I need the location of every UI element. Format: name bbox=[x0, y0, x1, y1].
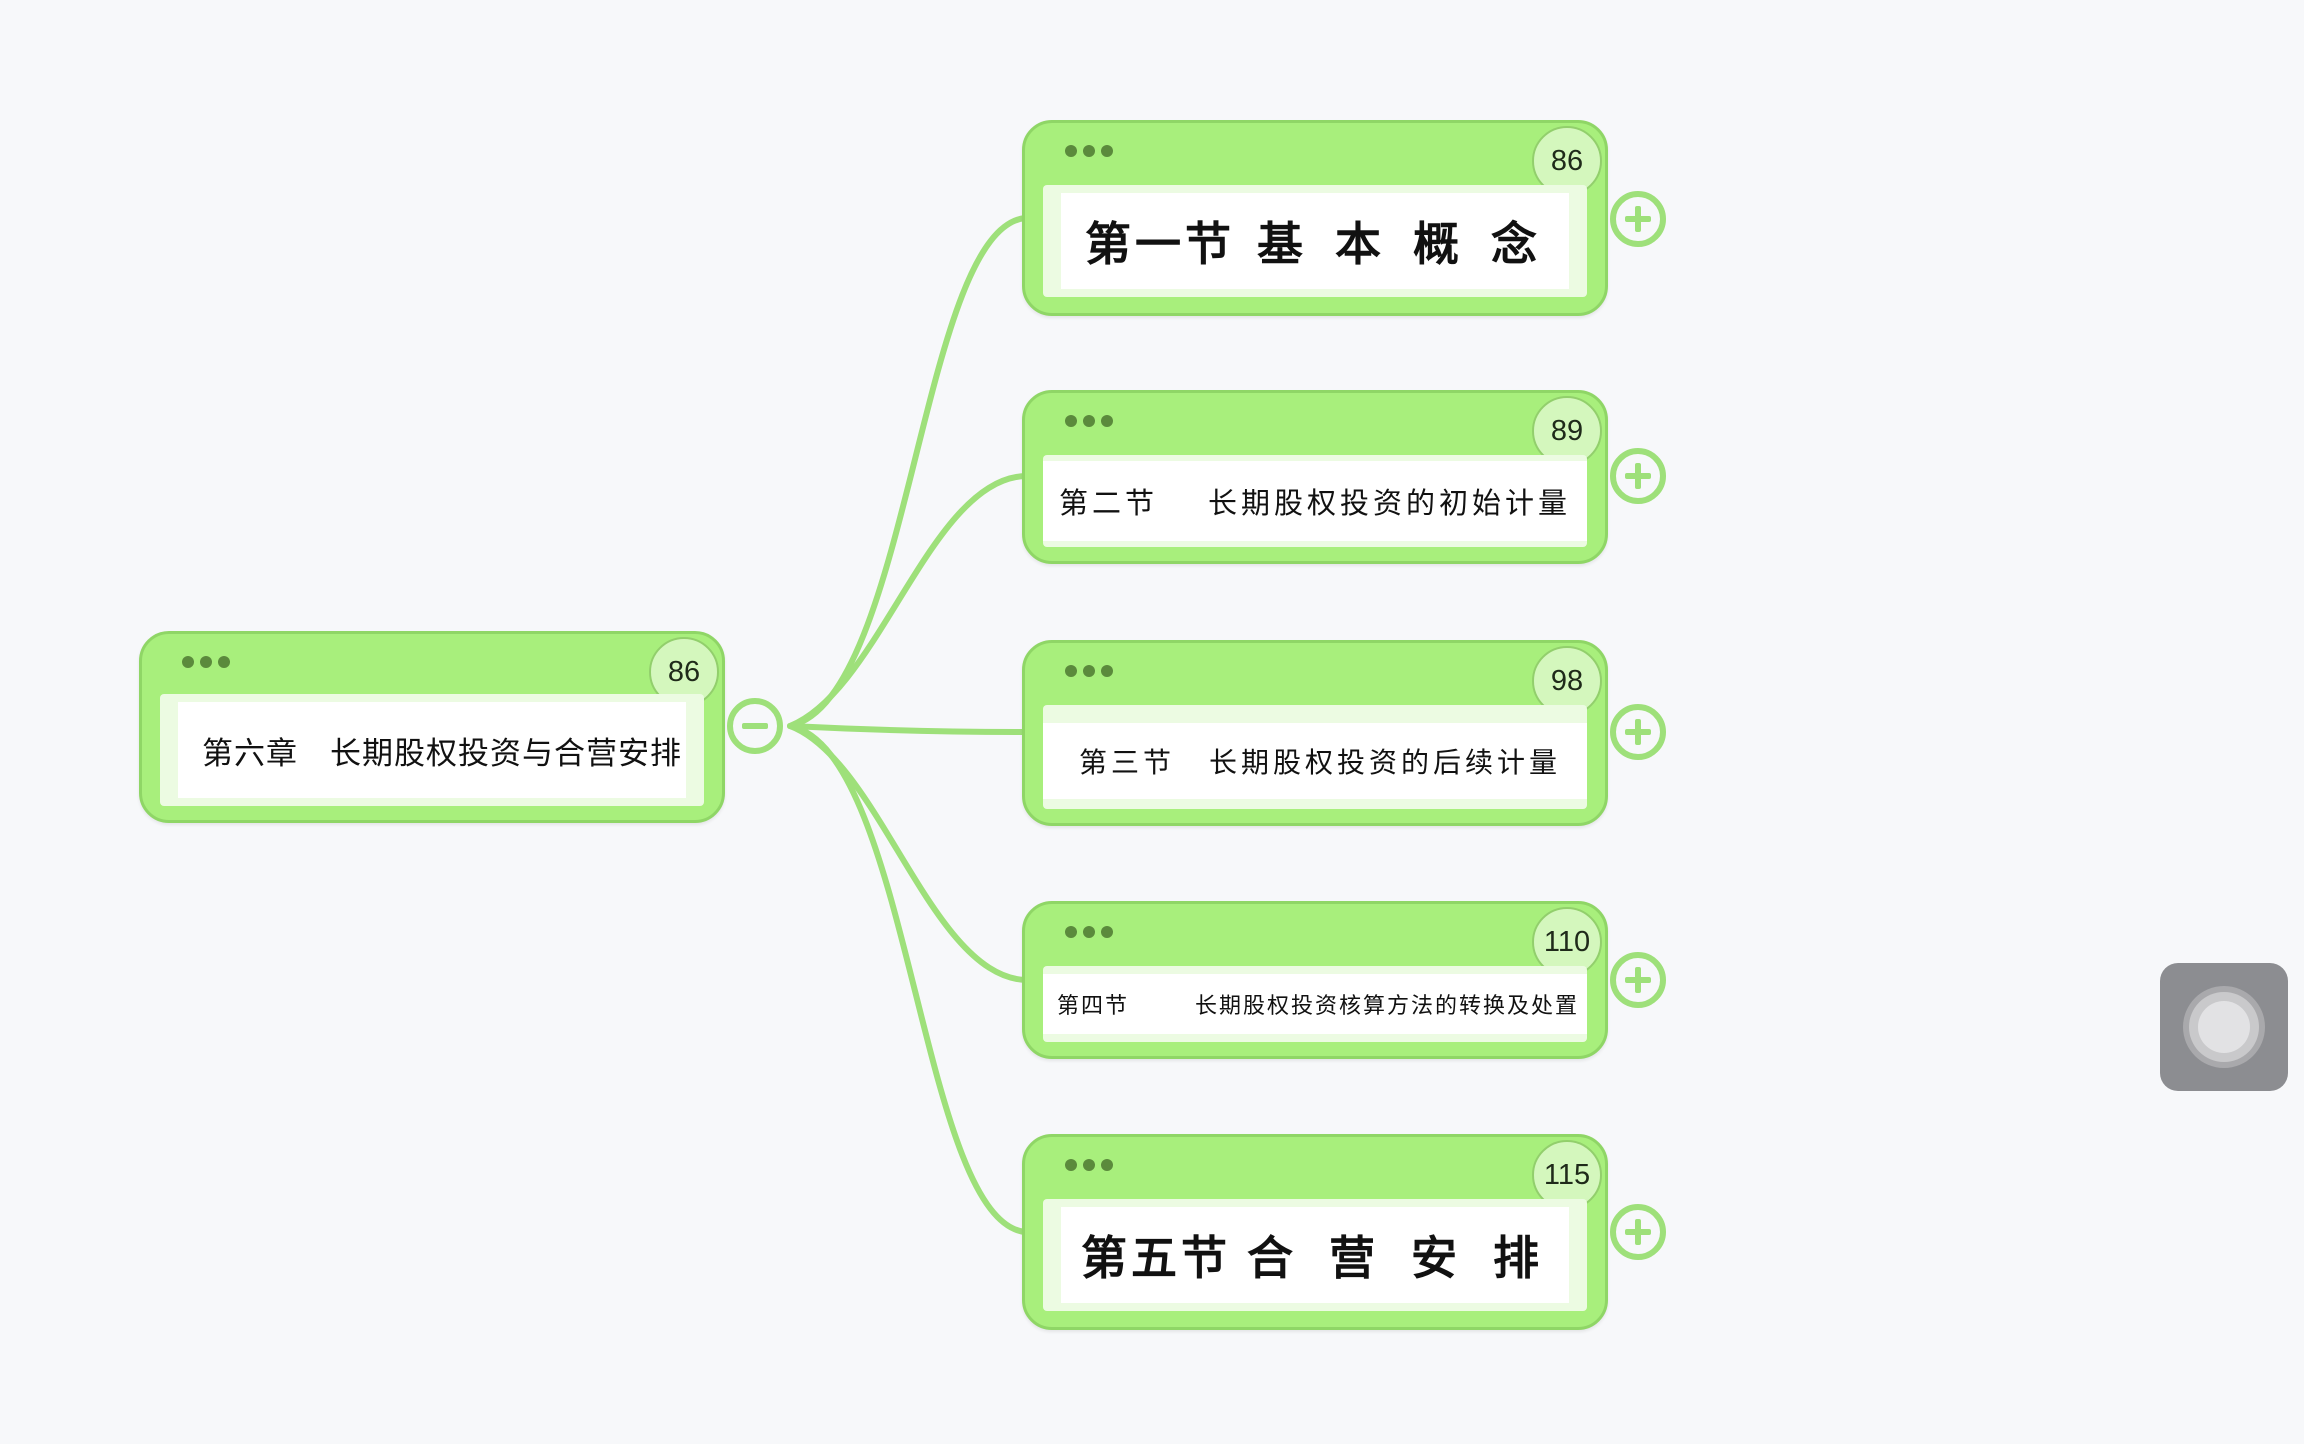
plus-circle-icon[interactable] bbox=[1610, 1204, 1666, 1260]
plus-circle-icon[interactable] bbox=[1610, 448, 1666, 504]
plus-circle-icon[interactable] bbox=[1610, 191, 1666, 247]
section-prefix: 第三节 bbox=[1079, 746, 1176, 779]
child-title: 第四节 长期股权投资核算方法的转换及处置 bbox=[1043, 974, 1587, 1034]
more-dots-icon[interactable] bbox=[1065, 415, 1113, 427]
more-dots-icon[interactable] bbox=[1065, 1159, 1113, 1171]
plus-circle-icon[interactable] bbox=[1610, 704, 1666, 760]
section-title: 长期股权投资的后续计量 bbox=[1208, 746, 1561, 779]
child-node-4[interactable]: 110 第四节 长期股权投资核算方法的转换及处置 bbox=[1022, 901, 1608, 1059]
plus-circle-icon[interactable] bbox=[1610, 952, 1666, 1008]
more-dots-icon[interactable] bbox=[1065, 145, 1113, 157]
section-title: 基 本 概 念 bbox=[1256, 217, 1545, 271]
section-title: 合 营 安 排 bbox=[1246, 1231, 1549, 1285]
section-prefix: 第五节 bbox=[1081, 1231, 1231, 1285]
page-badge: 86 bbox=[1532, 126, 1602, 196]
root-node[interactable]: 86 第六章 长期股权投资与合营安排 bbox=[139, 631, 725, 823]
node-label-box: 第一节 基 本 概 念 bbox=[1043, 185, 1587, 297]
connector-line-5 bbox=[787, 723, 1028, 1235]
connector-line-3 bbox=[787, 723, 1028, 735]
child-title: 第二节 长期股权投资的初始计量 bbox=[1043, 461, 1587, 541]
connector-line-2 bbox=[787, 473, 1028, 729]
child-title: 第三节 长期股权投资的后续计量 bbox=[1043, 723, 1587, 799]
more-dots-icon[interactable] bbox=[182, 656, 230, 668]
child-title: 第一节 基 本 概 念 bbox=[1061, 193, 1569, 289]
root-title: 第六章 长期股权投资与合营安排 bbox=[178, 702, 686, 798]
more-dots-icon[interactable] bbox=[1065, 926, 1113, 938]
child-node-5[interactable]: 115 第五节 合 营 安 排 bbox=[1022, 1134, 1608, 1330]
node-label-box: 第三节 长期股权投资的后续计量 bbox=[1043, 705, 1587, 809]
child-title: 第五节 合 营 安 排 bbox=[1061, 1207, 1569, 1303]
node-label-box: 第六章 长期股权投资与合营安排 bbox=[160, 694, 704, 806]
assistive-touch-icon[interactable] bbox=[2160, 963, 2288, 1091]
node-label-box: 第四节 长期股权投资核算方法的转换及处置 bbox=[1043, 966, 1587, 1042]
page-badge: 98 bbox=[1532, 646, 1602, 716]
node-label-box: 第二节 长期股权投资的初始计量 bbox=[1043, 455, 1587, 547]
connector-line-1 bbox=[787, 215, 1028, 729]
section-prefix: 第二节 bbox=[1059, 486, 1159, 520]
page-badge: 110 bbox=[1532, 907, 1602, 977]
assistive-touch-core bbox=[2198, 1001, 2250, 1053]
page-badge: 89 bbox=[1532, 396, 1602, 466]
minus-circle-icon[interactable] bbox=[727, 698, 783, 754]
section-title: 长期股权投资核算方法的转换及处置 bbox=[1194, 994, 1579, 1019]
section-prefix: 第四节 bbox=[1057, 994, 1130, 1019]
more-dots-icon[interactable] bbox=[1065, 665, 1113, 677]
section-title: 长期股权投资的初始计量 bbox=[1207, 486, 1571, 520]
node-label-box: 第五节 合 营 安 排 bbox=[1043, 1199, 1587, 1311]
child-node-3[interactable]: 98 第三节 长期股权投资的后续计量 bbox=[1022, 640, 1608, 826]
child-node-2[interactable]: 89 第二节 长期股权投资的初始计量 bbox=[1022, 390, 1608, 564]
connector-line-4 bbox=[787, 723, 1028, 983]
section-prefix: 第一节 bbox=[1085, 217, 1235, 271]
page-badge: 115 bbox=[1532, 1140, 1602, 1210]
child-node-1[interactable]: 86 第一节 基 本 概 念 bbox=[1022, 120, 1608, 316]
